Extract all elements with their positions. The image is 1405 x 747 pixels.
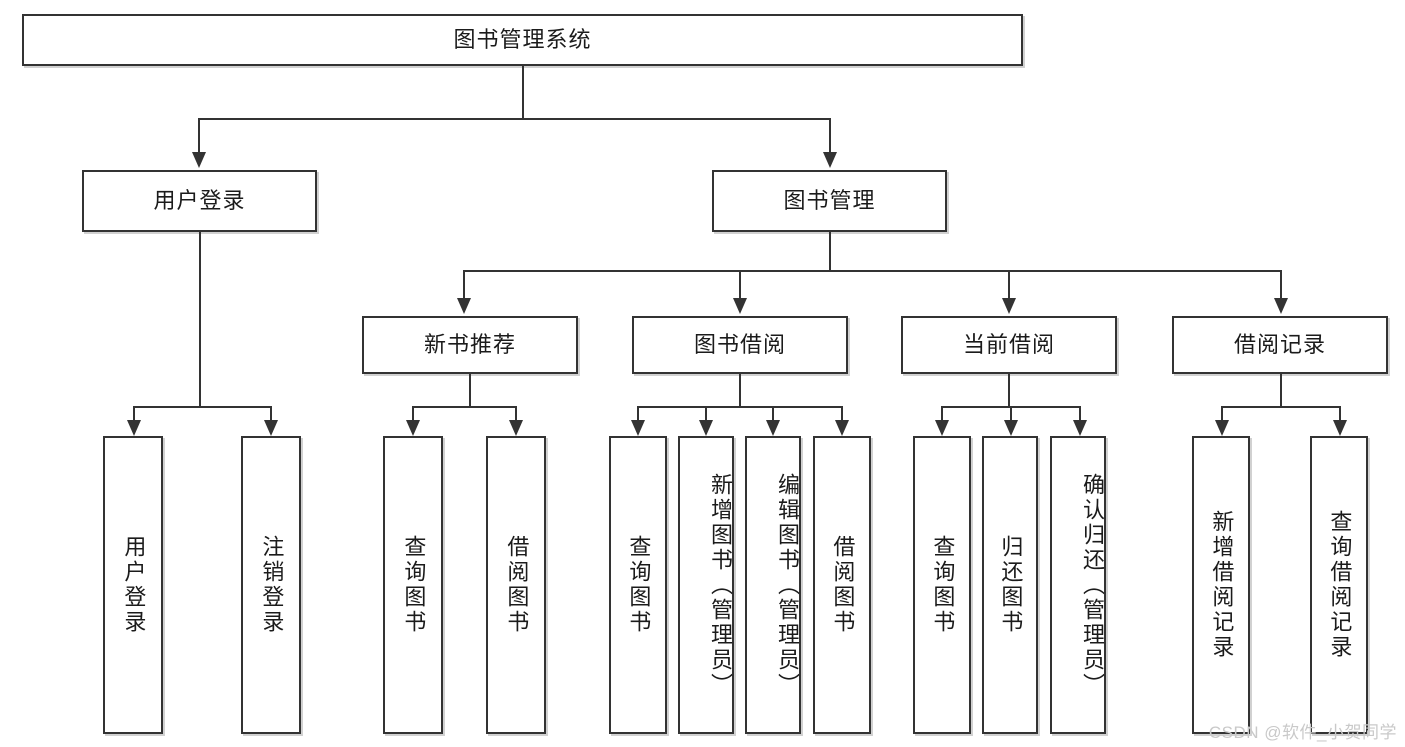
connector-root-stem (522, 66, 524, 118)
leaf-query-book-borrow[interactable]: 查询图书 (609, 436, 667, 734)
leaf-borrow-book-new-rec[interactable]: 借阅图书 (486, 436, 546, 734)
node-label: 归还图书 (998, 535, 1024, 635)
node-label: 查询借阅记录 (1327, 510, 1353, 660)
leaf-edit-book-admin[interactable]: 编辑图书（管理员） (745, 436, 801, 734)
arrowhead-user-login-to-leaf2 (264, 420, 278, 436)
leaf-return-book[interactable]: 归还图书 (982, 436, 1038, 734)
leaf-add-book-admin[interactable]: 新增图书（管理员） (678, 436, 734, 734)
node-label: 新增图书（管理员） (708, 472, 733, 698)
connector-user-login-to-leaf2 (270, 406, 272, 422)
connector-root-to-user-login (198, 118, 200, 154)
node-label: 用户登录 (153, 187, 246, 213)
arrowhead-book-borrow-to-leaf1 (631, 420, 645, 436)
node-label: 注销登录 (259, 535, 285, 635)
leaf-confirm-return-admin[interactable]: 确认归还（管理员） (1050, 436, 1106, 734)
connector-to-borrow-record (1280, 270, 1282, 300)
connector-borrow-record-bus (1221, 406, 1340, 408)
arrowhead-to-borrow-record (1274, 298, 1288, 314)
node-label: 新增借阅记录 (1209, 510, 1235, 660)
connector-new-book-rec-stem (469, 374, 471, 406)
arrowhead-current-borrow-to-leaf3 (1073, 420, 1087, 436)
connector-borrow-record-stem (1280, 374, 1282, 406)
connector-book-borrow-to-leaf4 (841, 406, 843, 422)
connector-level3-bus (463, 270, 1281, 272)
connector-to-current-borrow (1008, 270, 1010, 300)
arrowhead-borrow-record-to-leaf2 (1333, 420, 1347, 436)
node-label: 图书管理系统 (453, 26, 592, 52)
connector-current-borrow-stem (1008, 374, 1010, 406)
connector-to-book-borrow (739, 270, 741, 300)
connector-user-login-stem (199, 232, 201, 406)
node-label: 图书管理 (783, 187, 876, 213)
node-book-management[interactable]: 图书管理 (712, 170, 947, 232)
leaf-add-borrow-record[interactable]: 新增借阅记录 (1192, 436, 1250, 734)
node-new-book-recommendation[interactable]: 新书推荐 (362, 316, 578, 374)
arrowhead-book-borrow-to-leaf3 (766, 420, 780, 436)
connector-book-borrow-to-leaf2 (705, 406, 707, 422)
arrowhead-current-borrow-to-leaf2 (1004, 420, 1018, 436)
arrowhead-book-borrow-to-leaf2 (699, 420, 713, 436)
arrowhead-to-new-book-rec (457, 298, 471, 314)
node-label: 编辑图书（管理员） (775, 472, 800, 698)
connector-book-borrow-to-leaf1 (637, 406, 639, 422)
connector-borrow-record-to-leaf2 (1339, 406, 1341, 422)
arrowhead-current-borrow-to-leaf1 (935, 420, 949, 436)
node-label: 当前借阅 (962, 331, 1055, 357)
connector-current-borrow-to-leaf2 (1010, 406, 1012, 422)
connector-book-manage-stem (829, 232, 831, 270)
node-label: 借阅记录 (1233, 331, 1326, 357)
connector-new-book-rec-to-leaf1 (412, 406, 414, 422)
leaf-query-book-new-rec[interactable]: 查询图书 (383, 436, 443, 734)
arrowhead-book-borrow-to-leaf4 (835, 420, 849, 436)
connector-user-login-to-leaf1 (133, 406, 135, 422)
connector-book-borrow-to-leaf3 (772, 406, 774, 422)
node-borrowing-record[interactable]: 借阅记录 (1172, 316, 1388, 374)
leaf-logout-login[interactable]: 注销登录 (241, 436, 301, 734)
node-label: 图书借阅 (693, 331, 786, 357)
arrowhead-to-current-borrow (1002, 298, 1016, 314)
connector-user-login-bus (133, 406, 271, 408)
connector-book-borrow-bus (637, 406, 843, 408)
node-current-borrowing[interactable]: 当前借阅 (901, 316, 1117, 374)
connector-new-book-rec-to-leaf2 (515, 406, 517, 422)
node-label: 用户登录 (121, 535, 147, 635)
connector-root-to-book-manage (829, 118, 831, 154)
node-label: 查询图书 (401, 535, 427, 635)
arrowhead-root-to-book-manage (823, 152, 837, 168)
node-book-borrowing[interactable]: 图书借阅 (632, 316, 848, 374)
connector-borrow-record-to-leaf1 (1221, 406, 1223, 422)
arrowhead-to-book-borrow (733, 298, 747, 314)
arrowhead-root-to-user-login (192, 152, 206, 168)
connector-root-bus (198, 118, 830, 120)
leaf-query-borrow-record[interactable]: 查询借阅记录 (1310, 436, 1368, 734)
arrowhead-borrow-record-to-leaf1 (1215, 420, 1229, 436)
leaf-user-login[interactable]: 用户登录 (103, 436, 163, 734)
connector-current-borrow-to-leaf1 (941, 406, 943, 422)
leaf-borrow-book-borrow[interactable]: 借阅图书 (813, 436, 871, 734)
node-label: 借阅图书 (504, 535, 530, 635)
node-label: 查询图书 (626, 535, 652, 635)
leaf-query-book-current[interactable]: 查询图书 (913, 436, 971, 734)
node-root-book-management-system[interactable]: 图书管理系统 (22, 14, 1023, 66)
node-user-login[interactable]: 用户登录 (82, 170, 317, 232)
node-label: 新书推荐 (423, 331, 516, 357)
arrowhead-user-login-to-leaf1 (127, 420, 141, 436)
connector-to-new-book-rec (463, 270, 465, 300)
arrowhead-new-book-rec-to-leaf2 (509, 420, 523, 436)
node-label: 查询图书 (930, 535, 956, 635)
watermark-text: CSDN @软件_小贺同学 (1208, 723, 1397, 742)
connector-new-book-rec-bus (412, 406, 516, 408)
node-label: 借阅图书 (830, 535, 856, 635)
connector-current-borrow-to-leaf3 (1079, 406, 1081, 422)
connector-book-borrow-stem (739, 374, 741, 406)
arrowhead-new-book-rec-to-leaf1 (406, 420, 420, 436)
node-label: 确认归还（管理员） (1080, 472, 1105, 698)
